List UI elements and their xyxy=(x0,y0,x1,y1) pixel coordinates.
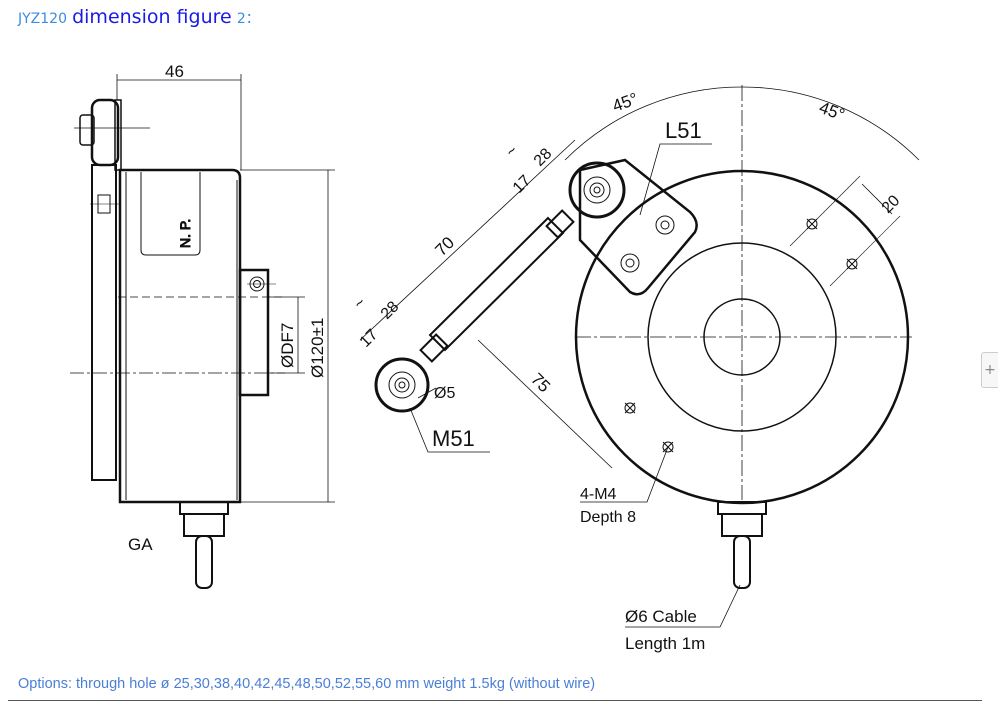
front-view: 45° 45° 20 70 17 ~ 28 17 ~ 28 Ø5 xyxy=(351,85,920,653)
side-view: N. P. 46 ØDF7 Ø120±1 GA xyxy=(70,62,335,589)
label-m51: M51 xyxy=(432,426,475,451)
figure-number: 2： xyxy=(236,11,260,27)
label-ga: GA xyxy=(128,535,153,554)
dim-20: 20 xyxy=(879,192,904,217)
angle-right: 45° xyxy=(817,98,848,125)
cable-label: Ø6 Cable xyxy=(625,607,697,626)
label-l51: L51 xyxy=(665,118,702,143)
dim-bore: ØDF7 xyxy=(278,323,297,368)
heading-title: dimension figure xyxy=(72,6,232,28)
dim-5: Ø5 xyxy=(434,385,455,402)
dim-28-bottom: 28 xyxy=(378,298,403,323)
divider xyxy=(8,700,982,701)
dim-diameter: Ø120±1 xyxy=(308,318,327,378)
dim-17-bottom: 17 xyxy=(357,326,382,351)
nameplate-label: N. P. xyxy=(177,219,193,248)
angle-left: 45° xyxy=(610,89,641,116)
page-heading: JYZ120 dimension figure 2： xyxy=(18,6,260,28)
dim-tilde-bottom: ~ xyxy=(351,294,370,313)
model-name: JYZ120 xyxy=(18,11,67,27)
holes-depth: Depth 8 xyxy=(580,509,636,526)
dim-75: 75 xyxy=(527,369,554,396)
dim-width-46: 46 xyxy=(165,62,184,81)
holes-label: 4-M4 xyxy=(580,486,617,503)
cable-length: Length 1m xyxy=(625,634,705,653)
dim-tilde-top: ~ xyxy=(503,142,522,161)
dim-70: 70 xyxy=(431,233,458,260)
expand-button[interactable]: + xyxy=(981,352,998,388)
dim-17-top: 17 xyxy=(510,172,535,197)
options-text: Options: through hole ø 25,30,38,40,42,4… xyxy=(18,676,596,692)
dim-28-top: 28 xyxy=(531,145,556,170)
